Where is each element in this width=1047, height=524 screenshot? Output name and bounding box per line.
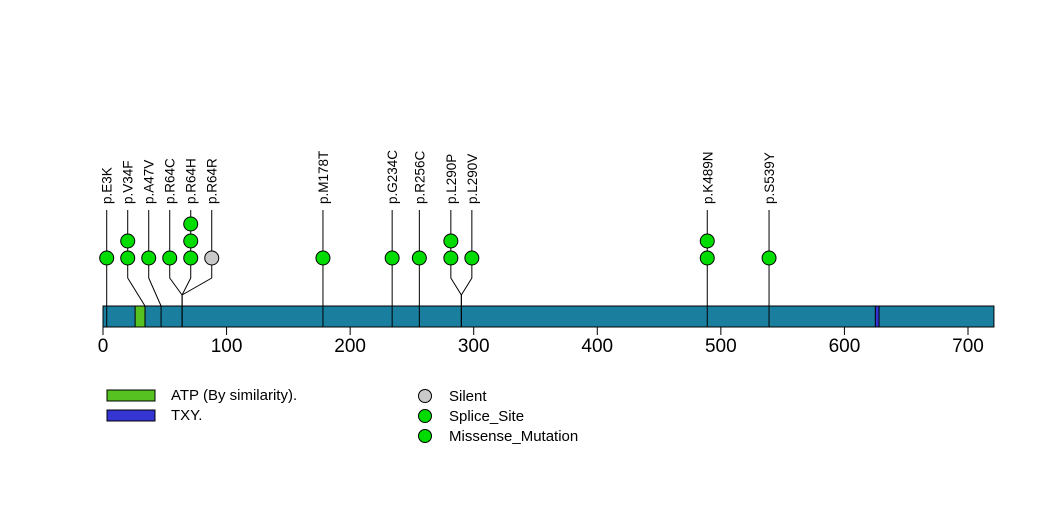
mutation-label: p.E3K [100,167,115,204]
mutation-dot-p.R64H[interactable] [183,250,199,266]
legend-domain-label: TXY. [171,407,202,424]
legend-type-dot [418,409,432,423]
mutation-label: p.S539Y [762,152,777,204]
mutation-dot-p.L290P[interactable] [443,233,459,249]
mutation-dot-p.G234C[interactable] [384,250,400,266]
mutation-label: p.L290V [465,154,480,204]
mutation-dot-p.L290V[interactable] [464,250,480,266]
mutation-dot-p.S539Y[interactable] [761,250,777,266]
mutation-dot-p.R64H[interactable] [183,233,199,249]
legend-type-label: Splice_Site [449,408,524,425]
axis-tick-label: 100 [211,336,243,357]
mutation-dot-p.R64H[interactable] [183,216,199,232]
axis-tick-label: 500 [705,336,737,357]
axis-tick-label: 600 [829,336,861,357]
legend-type-dot [418,429,432,443]
mutation-label: p.K489N [700,151,715,204]
mutation-label: p.V34F [121,160,136,204]
mutation-dot-p.K489N[interactable] [699,250,715,266]
axis-tick-label: 300 [458,336,490,357]
mutation-label: p.A47V [142,160,157,204]
domain-rect [874,305,880,328]
mutation-dot-p.K489N[interactable] [699,233,715,249]
legend-domain-label: ATP (By similarity). [171,387,297,404]
mutation-dot-p.A47V[interactable] [141,250,157,266]
lollipop-stem [148,210,162,327]
lollipop-stem [460,210,473,327]
protein-backbone-bar [102,305,995,328]
lollipop-stem [181,210,213,327]
mutation-label: p.M178T [316,151,331,204]
mutation-dot-p.L290P[interactable] [443,250,459,266]
legend-domain-swatch [106,389,156,402]
mutation-dot-p.M178T[interactable] [315,250,331,266]
mutation-dot-p.E3K[interactable] [99,250,115,266]
mutation-dot-p.V34F[interactable] [120,233,136,249]
mutation-label: p.R64H [184,158,199,204]
mutation-label: p.G234C [385,150,400,204]
axis-tick-label: 400 [581,336,613,357]
legend-type-label: Silent [449,388,487,405]
mutation-label: p.R64C [163,158,178,204]
legend-type-dot [418,389,432,403]
axis-tick-label: 0 [98,336,109,357]
mutation-label: p.R256C [412,150,427,204]
mutation-dot-p.R64R[interactable] [204,250,220,266]
domain-rect [134,305,146,328]
legend-domain-swatch [106,409,156,422]
mutation-dot-p.R256C[interactable] [411,250,427,266]
mutation-dot-p.R64C[interactable] [162,250,178,266]
axis-tick-label: 200 [334,336,366,357]
axis-tick-label: 700 [952,336,984,357]
mutation-label: p.R64R [205,158,220,204]
mutation-label: p.L290P [444,154,459,204]
mutation-dot-p.V34F[interactable] [120,250,136,266]
legend-type-label: Missense_Mutation [449,428,578,445]
